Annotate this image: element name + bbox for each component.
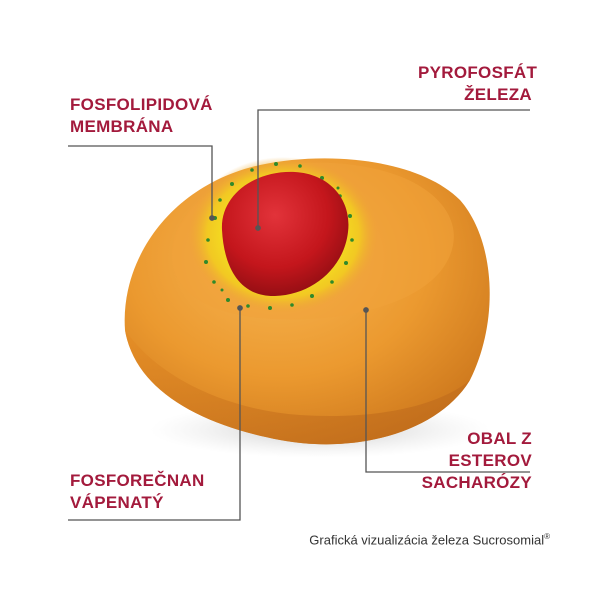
leader-pyrophosphate <box>257 109 530 228</box>
label-calcium-phosphate: FOSFOREČNAN VÁPENATÝ <box>70 471 205 512</box>
shell-underside <box>125 330 470 445</box>
iron-core <box>221 171 349 297</box>
caption: Grafická vizualizácia železa Sucrosomial… <box>309 532 550 547</box>
caption-text: Grafická vizualizácia železa Sucrosomial <box>309 532 545 548</box>
leader-phospholipid <box>68 145 213 218</box>
label-iron-pyrophosphate: PYROFOSFÁT ŽELEZA <box>418 63 538 104</box>
phosphate-particles <box>204 162 354 310</box>
label-phospholipid-membrane: FOSFOLIPIDOVÁ MEMBRÁNA <box>70 95 213 136</box>
leader-calcium-phosphate <box>68 308 241 521</box>
leader-sucrose-ester <box>365 310 530 473</box>
leader-lines <box>68 109 530 521</box>
trademark-symbol: ® <box>544 532 550 541</box>
label-sucrose-ester-coating: OBAL Z ESTEROV SACHARÓZY <box>421 429 532 492</box>
